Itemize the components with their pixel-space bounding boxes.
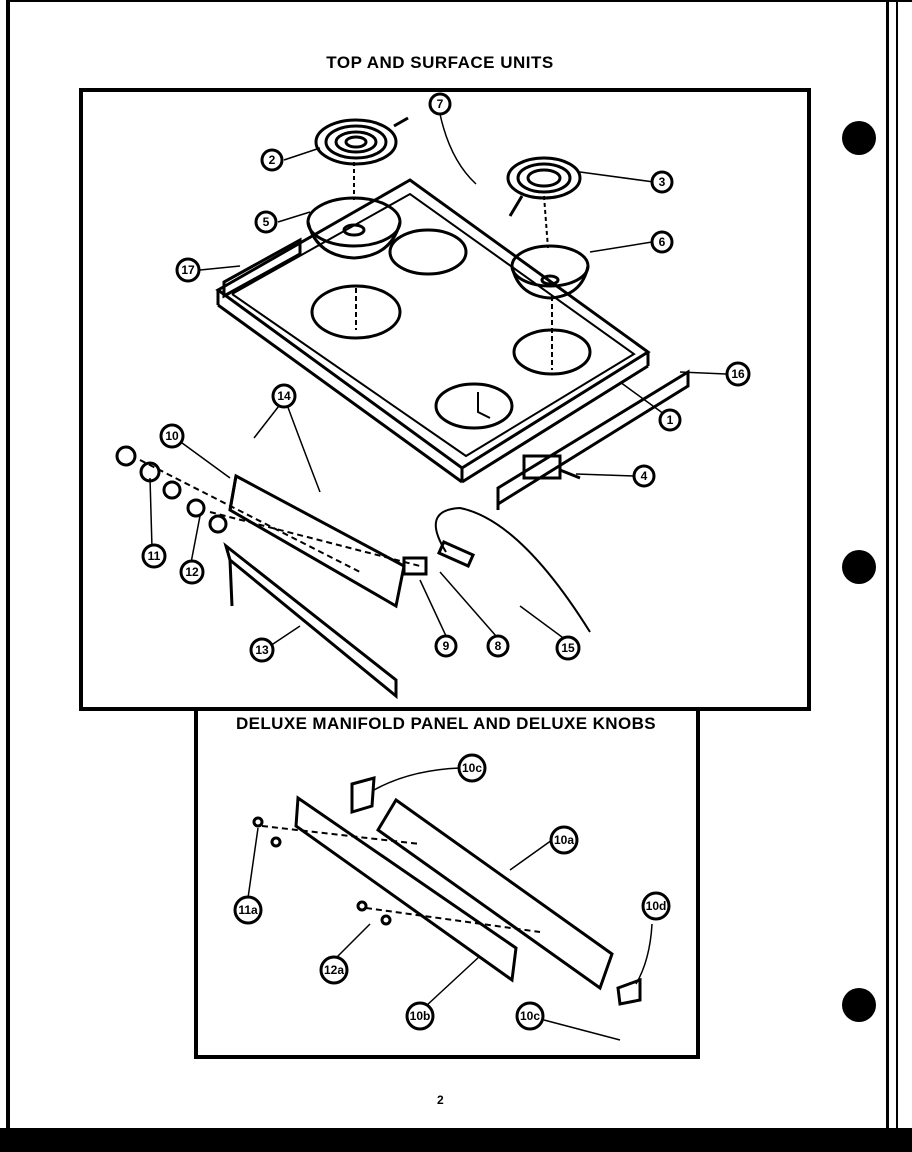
cooktop-frame-drawing: [215, 178, 651, 484]
svg-text:10c: 10c: [462, 761, 482, 775]
section-title-deluxe-manifold: DELUXE MANIFOLD PANEL AND DELUXE KNOBS: [235, 714, 657, 733]
svg-text:16: 16: [731, 367, 745, 381]
callout-11a: 11a: [233, 895, 263, 925]
svg-text:9: 9: [443, 639, 450, 653]
svg-text:1: 1: [667, 413, 674, 427]
page-right-border: [886, 0, 889, 1130]
deluxe-panels: [252, 775, 642, 1006]
svg-text:14: 14: [277, 389, 291, 403]
callout-17: 17: [175, 257, 201, 283]
page-right-border-outer: [896, 0, 898, 1130]
svg-text:10b: 10b: [410, 1009, 431, 1023]
svg-text:10a: 10a: [554, 833, 574, 847]
callout-10: 10: [159, 423, 185, 449]
callout-15: 15: [555, 635, 581, 661]
manifold-panel: [115, 445, 591, 700]
deluxe-diagram-frame: [194, 711, 700, 1059]
section-title-top-surface-units: TOP AND SURFACE UNITS: [326, 53, 554, 72]
svg-text:7: 7: [437, 97, 444, 111]
callout-11: 11: [141, 543, 167, 569]
binder-hole-bottom: [842, 988, 876, 1022]
terminal-block: [522, 454, 581, 480]
callout-8: 8: [486, 634, 510, 658]
callout-9: 9: [434, 634, 458, 658]
svg-text:10d: 10d: [646, 899, 667, 913]
side-trims: [222, 237, 690, 510]
callout-4: 4: [632, 464, 656, 488]
callout-3: 3: [650, 170, 674, 194]
top-diagram-frame: [79, 88, 811, 711]
svg-text:11a: 11a: [238, 903, 258, 917]
page-left-border: [0, 0, 10, 1130]
page-top-border: [0, 0, 912, 2]
svg-text:12a: 12a: [324, 963, 344, 977]
svg-text:10: 10: [165, 429, 179, 443]
svg-text:12: 12: [185, 565, 199, 579]
svg-text:15: 15: [561, 641, 575, 655]
svg-text:4: 4: [641, 469, 648, 483]
callout-5: 5: [254, 210, 278, 234]
svg-text:10c: 10c: [520, 1009, 540, 1023]
svg-text:5: 5: [263, 215, 270, 229]
callout-13: 13: [249, 637, 275, 663]
binder-hole-middle: [842, 550, 876, 584]
callout-10c-top: 10c: [457, 753, 487, 783]
callout-14: 14: [271, 383, 297, 409]
callout-10d: 10d: [641, 891, 671, 921]
leader-lines: [149, 113, 727, 1041]
callout-7: 7: [428, 92, 452, 116]
svg-text:17: 17: [181, 263, 195, 277]
callout-markers: 2 7 3 5 6 17 16 1 4 14 10 11 12 13 9 8 1…: [141, 92, 751, 1031]
svg-text:13: 13: [255, 643, 269, 657]
callout-10a: 10a: [549, 825, 579, 855]
page-number: 2: [437, 1093, 444, 1107]
page-bottom-border: [0, 1128, 912, 1152]
svg-text:3: 3: [659, 175, 666, 189]
callout-10b: 10b: [405, 1001, 435, 1031]
callout-12: 12: [179, 559, 205, 585]
callout-2: 2: [260, 148, 284, 172]
svg-text:8: 8: [495, 639, 502, 653]
callout-1: 1: [658, 408, 682, 432]
binder-hole-top: [842, 121, 876, 155]
callout-6: 6: [650, 230, 674, 254]
callout-12a: 12a: [319, 955, 349, 985]
surface-elements: [306, 116, 590, 300]
svg-text:2: 2: [269, 153, 276, 167]
callout-10c-bottom: 10c: [515, 1001, 545, 1031]
svg-text:11: 11: [148, 549, 161, 563]
callout-16: 16: [725, 361, 751, 387]
svg-text:6: 6: [659, 235, 666, 249]
